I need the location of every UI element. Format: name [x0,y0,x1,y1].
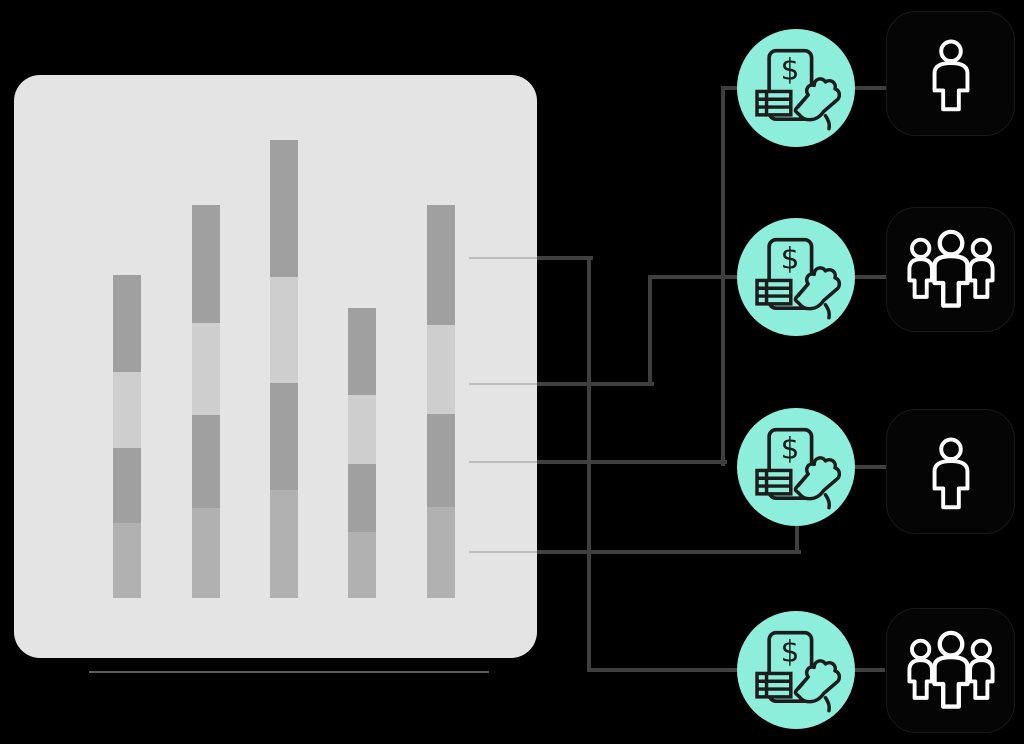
connector-segment [855,86,886,90]
connector-segment [854,668,885,672]
segment-bottom [348,532,376,598]
hand-icon [793,659,842,713]
stacked-bar-bar-3 [270,140,298,598]
invoice-dollar-hand-icon: $ [755,237,842,320]
connector-segment [537,460,727,464]
segment-top [348,308,376,395]
chart-panel [14,75,537,673]
chart-callout-line [469,551,537,553]
payment-node-payment-2: $ [737,218,855,336]
segment-bottom [270,490,298,598]
connector-segment [537,256,593,260]
ledger-lines-icon [755,671,793,699]
recipient-card-team [886,207,1015,332]
segment-upper-middle [270,277,298,383]
stacked-bar-bar-2 [192,205,220,598]
stacked-bar-bar-1 [113,275,141,598]
chart-baseline [89,671,489,673]
people-group-icon [906,229,995,308]
stacked-bar-bar-5 [427,205,455,598]
ledger-lines-icon [755,278,793,306]
connector-segment [648,275,738,279]
connector-segment [648,275,652,386]
segment-lower-middle [270,383,298,490]
ledger-lines-icon [755,89,793,117]
dollar-symbol: $ [781,634,800,668]
invoice-dollar-hand-icon: $ [755,48,842,131]
segment-top [427,205,455,325]
segment-top [192,205,220,323]
connector-segment [537,550,801,554]
connector-segment [721,86,725,466]
segment-top [113,275,141,372]
hand-icon [793,456,842,510]
segment-bottom [427,507,455,598]
connector-segment [537,382,654,386]
hand-icon [793,266,842,320]
dollar-symbol: $ [781,241,800,275]
segment-lower-middle [348,464,376,532]
chart-callout-line [469,461,537,463]
dollar-symbol: $ [781,52,800,86]
connector-segment [795,523,799,554]
connector-segment [587,668,737,672]
invoice-dollar-hand-icon: $ [755,630,842,713]
recipient-card-individual [886,409,1015,534]
person-icon [932,39,969,111]
segment-upper-middle [113,372,141,448]
connector-segment [587,256,591,672]
segment-lower-middle [192,415,220,508]
segment-top [270,140,298,277]
segment-bottom [113,523,141,598]
person-icon [932,437,969,509]
chart-callout-line [469,383,537,385]
payment-node-payment-4: $ [737,611,855,729]
segment-upper-middle [348,395,376,464]
dollar-symbol: $ [781,431,800,465]
people-group-icon [906,630,995,709]
recipient-card-individual [886,11,1015,136]
ledger-lines-icon [755,468,793,496]
payment-node-payment-1: $ [737,29,855,147]
connector-segment [855,275,886,279]
connector-segment [721,86,741,90]
recipient-card-team [886,608,1015,733]
connector-segment [854,465,886,469]
segment-bottom [192,508,220,598]
stacked-bar-bar-4 [348,308,376,598]
segment-upper-middle [192,323,220,415]
hand-icon [793,77,842,131]
segment-upper-middle [427,325,455,414]
segment-lower-middle [113,448,141,523]
chart-callout-line [469,257,537,259]
payment-node-payment-3: $ [737,408,855,526]
invoice-dollar-hand-icon: $ [755,427,842,510]
segment-lower-middle [427,414,455,507]
